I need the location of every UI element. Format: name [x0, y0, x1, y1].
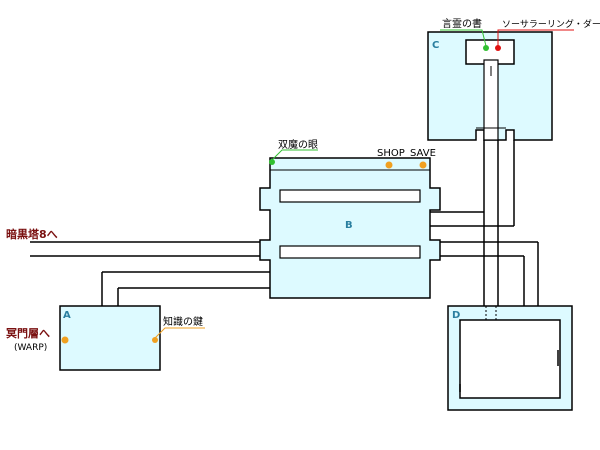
shop-marker: [385, 161, 393, 169]
warp-marker: [61, 336, 69, 344]
room-d: D: [447, 305, 573, 411]
save-marker: [419, 161, 427, 169]
label-save: SAVE: [410, 148, 436, 159]
room-a: A: [59, 305, 161, 371]
markers: [61, 45, 501, 344]
label-leaders: [154, 29, 574, 339]
chishiki-marker: [152, 337, 158, 343]
label-shop: SHOP: [377, 148, 405, 159]
kotodama-marker: [483, 45, 489, 51]
room-c: C: [427, 31, 553, 141]
ring-marker: [495, 45, 501, 51]
corridors: [30, 140, 539, 318]
label-soma-eye: 双魔の眼: [278, 138, 318, 151]
label-kotodama: 言霊の書: [442, 17, 482, 30]
room-b-tag: B: [345, 220, 353, 231]
label-meimon: 冥門層へ: [6, 327, 50, 340]
soma-eye-marker: [269, 159, 275, 165]
room-a-tag: A: [63, 310, 71, 321]
room-d-tag: D: [452, 310, 460, 321]
room-c-tag: C: [432, 40, 439, 51]
room-b: B: [259, 157, 441, 299]
label-chishiki: 知識の鍵: [163, 315, 203, 328]
label-warp: (WARP): [14, 343, 47, 353]
label-ankoku-tower: 暗黒塔8へ: [6, 227, 58, 241]
label-sorcerer-ring: ソーサラーリング・ダーク: [502, 18, 600, 30]
